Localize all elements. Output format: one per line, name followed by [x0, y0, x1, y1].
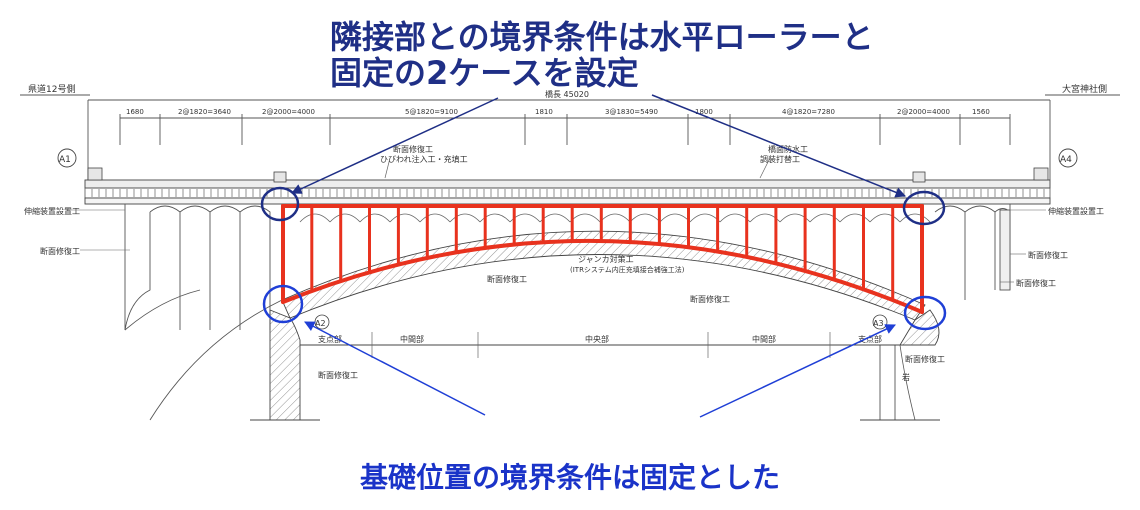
analysis-frame — [281, 204, 924, 314]
pier-a2-label: A2 — [315, 319, 326, 328]
total-length-label: 橋長 45020 — [545, 89, 589, 99]
spandrel-arch — [329, 213, 361, 223]
right-pier — [860, 309, 940, 421]
spandrel-arch — [479, 213, 511, 223]
boundary-ring-top-left — [260, 186, 300, 222]
arch-note-2: (ITRシステム内圧充填接合補強工法) — [570, 265, 685, 274]
zone-support-right: 支点部 — [858, 334, 882, 344]
spandrel-arch — [659, 213, 691, 223]
top-callout-line1: 隣接部との境界条件は水平ローラーと — [330, 18, 874, 56]
zone-mid-right: 中間部 — [752, 334, 776, 344]
spandrel-arch — [509, 213, 541, 223]
dimension-lines — [20, 94, 1120, 180]
spandrel-arch — [809, 213, 841, 223]
span-label: 1810 — [535, 108, 553, 116]
spandrel-arch — [359, 213, 391, 223]
foundation-ring-left — [262, 284, 304, 324]
span-label: 2@2000=4000 — [262, 108, 315, 116]
span-label: 1680 — [126, 108, 144, 116]
note-center-2: ひびわれ注入工・充填工 — [380, 154, 468, 164]
zone-support-left: 支点部 — [318, 334, 342, 344]
main-arch-rib — [281, 230, 926, 321]
zone-center: 中央部 — [585, 334, 609, 344]
foundation-ring-right — [903, 295, 947, 331]
right-label-2: 断面修復工 — [1028, 250, 1068, 260]
abutment-markers: A1 A4 — [57, 148, 1078, 168]
spandrel-arch — [629, 213, 661, 223]
span-label: 5@1820=9100 — [405, 108, 458, 116]
boundary-ring-top-right — [902, 190, 946, 226]
arrow-top-to-right — [651, 94, 906, 198]
pier-a3-label: A3 — [873, 319, 884, 328]
left-label-2: 断面修復工 — [40, 246, 80, 256]
abutment-a1-label: A1 — [59, 155, 71, 165]
arrow-top-to-left — [291, 97, 499, 194]
spandrel-arch — [299, 213, 331, 223]
span-labels: 1680 2@1820=3640 2@2000=4000 5@1820=9100… — [126, 108, 990, 116]
span-label: 2@1820=3640 — [178, 108, 231, 116]
right-label-1: 伸縮装置設置工 — [1048, 206, 1104, 216]
top-callout-line2: 固定の2ケースを設定 — [330, 54, 639, 92]
spandrel-arch — [869, 213, 901, 223]
mid-label-1: 断面修復工 — [487, 274, 527, 284]
right-road-label: 大宮神社側 — [1062, 83, 1107, 95]
spandrel-arch — [599, 213, 631, 223]
parapet — [84, 167, 1051, 205]
abutment-a4-label: A4 — [1060, 155, 1072, 165]
left-road-label: 県道12号側 — [28, 83, 75, 95]
spandrel-arch — [449, 213, 481, 223]
pier-label-left: 断面修復工 — [318, 370, 358, 380]
span-label: 3@1830=5490 — [605, 108, 658, 116]
spandrel-arch — [899, 213, 931, 223]
zone-mid-left: 中間部 — [400, 334, 424, 344]
left-pier — [149, 299, 320, 421]
spandrel-arch — [419, 213, 451, 223]
arch-label: 断面修復工 — [690, 294, 730, 304]
left-approach-arches — [124, 204, 271, 331]
arrow-bottom-to-left — [304, 321, 486, 416]
span-label: 1560 — [972, 108, 990, 116]
spandrel-arch — [839, 213, 871, 223]
rock-label: 岩 — [902, 372, 910, 382]
spandrel-arch — [569, 213, 601, 223]
note-right-2: 調装打替工 — [760, 154, 800, 164]
right-approach-arches — [934, 204, 1011, 300]
left-label-1: 伸縮装置設置工 — [24, 206, 80, 216]
pier-label-right: 断面修復工 — [905, 354, 945, 364]
spandrel-arch — [389, 213, 421, 223]
spandrel-arch — [749, 213, 781, 223]
right-label-3: 断面修復工 — [1016, 278, 1056, 288]
arch-note-1: ジャンカ対策工 — [578, 254, 634, 264]
note-center-1: 断面修復工 — [393, 144, 433, 154]
note-leaders — [384, 157, 771, 179]
arrow-bottom-to-right — [699, 324, 896, 418]
spandrel-arch — [689, 213, 721, 223]
span-label: 2@2000=4000 — [897, 108, 950, 116]
span-label: 1800 — [695, 108, 713, 116]
span-label: 4@1820=7280 — [782, 108, 835, 116]
spandrel-arch — [779, 213, 811, 223]
bottom-callout: 基礎位置の境界条件は固定とした — [360, 461, 780, 494]
